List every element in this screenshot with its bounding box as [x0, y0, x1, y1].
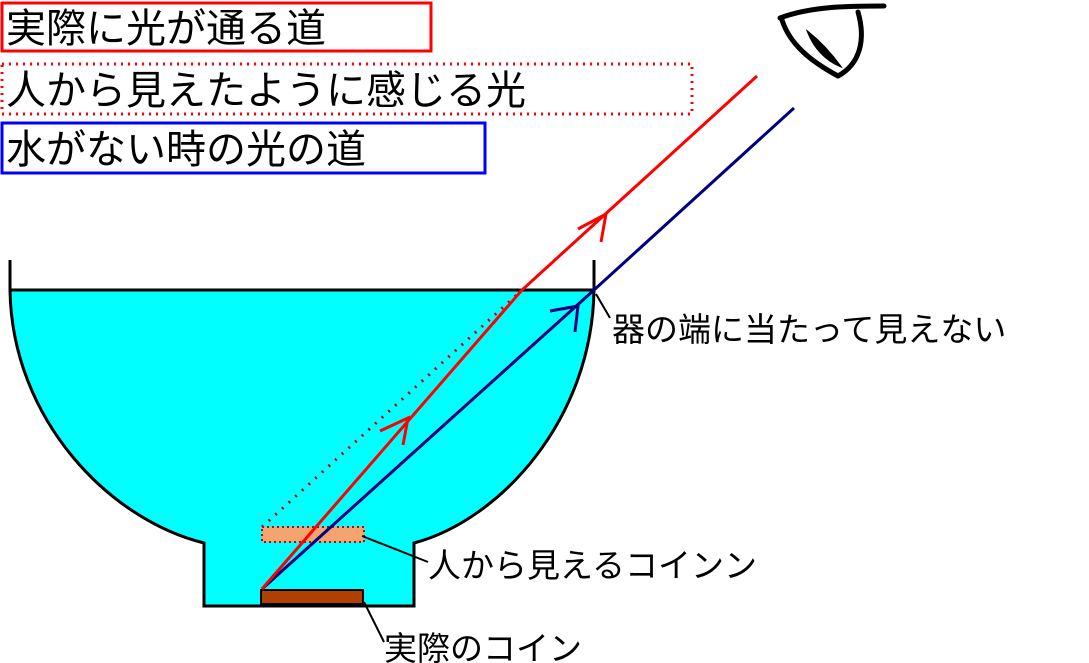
legend-no-water-path: 水がない時の光の道: [6, 127, 366, 173]
actual-coin-label: 実際のコイン: [384, 629, 582, 663]
apparent-coin-label: 人から見えるコインン: [428, 546, 757, 585]
legend-box-actual-path: [0, 1, 433, 53]
apparent-coin: [261, 526, 365, 543]
actual-ray-arrowhead-water: [379, 415, 411, 446]
legend: 実際に光が通る道 人から見えたように感じる光 水がない時の光の道: [0, 1, 694, 175]
bowl: [8, 260, 596, 608]
legend-box-no-water-path: [0, 121, 487, 175]
actual-coin: [260, 589, 364, 605]
legend-perceived-light: 人から見えたように感じる光: [6, 68, 526, 114]
no-water-ray-arrowhead: [549, 304, 580, 333]
eye-icon: [777, 3, 887, 79]
bowl-outline: [8, 260, 596, 608]
water: [10, 290, 594, 606]
legend-actual-path: 実際に光が通る道: [6, 6, 326, 52]
apparent-coin-leader: [361, 535, 429, 563]
rim-blocked-label: 器の端に当たって見えない: [612, 310, 1006, 349]
actual-ray-arrowhead-air: [577, 211, 609, 243]
legend-box-perceived-light: [0, 62, 694, 116]
actual-coin-leader: [363, 601, 385, 643]
no-water-ray: [260, 106, 796, 591]
actual-light-ray: [260, 74, 759, 590]
rim-label-leader: [595, 293, 611, 319]
